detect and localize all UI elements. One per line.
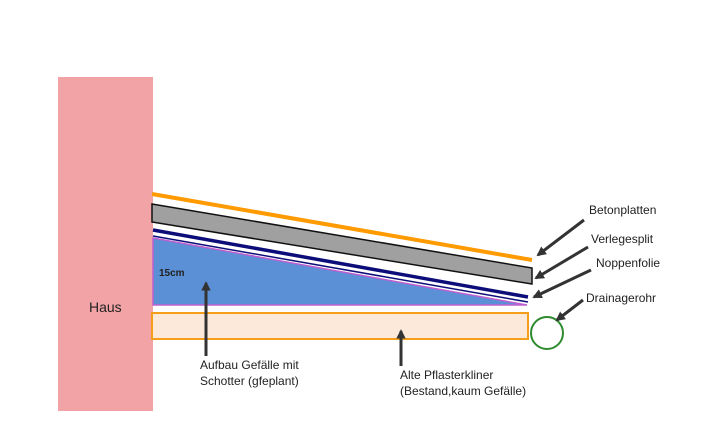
- house-label: Haus: [89, 299, 122, 315]
- label-aufbau-line2: Schotter (gfeplant): [200, 374, 299, 388]
- concrete-slab-line: [151, 192, 533, 262]
- label-pflaster-line2: (Bestand,kaum Gefälle): [400, 384, 526, 398]
- label-drainagerohr: Drainagerohr: [586, 291, 656, 305]
- dimple-membrane-line-lower: [152, 235, 529, 303]
- drainage-pipe: [530, 316, 564, 350]
- old-paving-layer: [151, 312, 529, 340]
- arrow-verlegesplit: [534, 245, 589, 280]
- label-aufbau-line1: Aufbau Gefälle mit: [200, 358, 299, 372]
- dimple-membrane-line: [152, 228, 529, 299]
- gravel-slope-wedge: [152, 237, 528, 306]
- label-verlegesplit: Verlegesplit: [591, 232, 654, 246]
- arrow-noppenfolie: [532, 268, 592, 299]
- house-wall: [58, 77, 153, 411]
- label-betonplatten: Betonplatten: [589, 203, 656, 217]
- bedding-split-layer: [151, 203, 533, 285]
- label-pflaster-line1: Alte Pflasterkliner: [400, 368, 493, 382]
- thickness-label: 15cm: [159, 268, 185, 279]
- arrow-drainagerohr: [555, 298, 584, 322]
- arrow-betonplatten: [536, 218, 585, 257]
- label-noppenfolie: Noppenfolie: [596, 256, 660, 270]
